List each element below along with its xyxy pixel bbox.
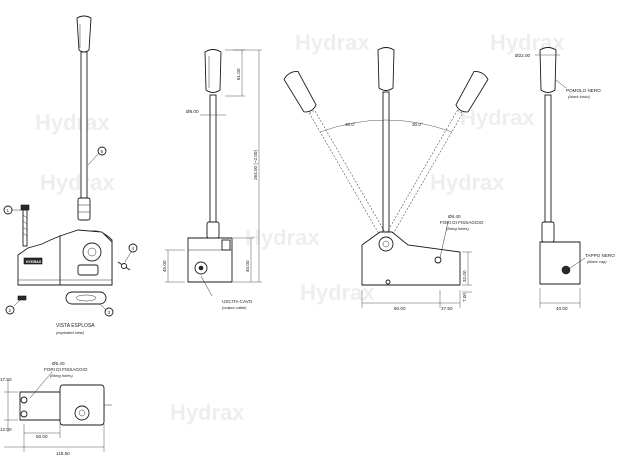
- side-note-sub: (output cable): [222, 305, 247, 310]
- front-view: 30.0° 30.0° 60.00 27.50 32.00 7.00 Ø6.40…: [283, 47, 489, 311]
- exploded-collar: [77, 197, 91, 221]
- side-lever-rod: [209, 94, 217, 226]
- bottom-hole-title: FORI DI FISSAGGIO: [44, 367, 88, 372]
- exploded-knob: [76, 15, 92, 53]
- exploded-title: VISTA ESPLOSA: [56, 323, 95, 329]
- right-collar: [541, 221, 555, 243]
- exploded-view: 5 HYDRAX 1 2 3 4: [3, 15, 138, 335]
- front-fixing-hole-2: [385, 279, 391, 285]
- side-dim-body: 40.00: [245, 260, 250, 272]
- side-dim-rod: Ø8.00: [186, 109, 199, 114]
- callout-3-label: 3: [108, 310, 111, 315]
- right-body: [539, 241, 581, 285]
- bottom-hole-1: [20, 396, 28, 404]
- side-collar: [206, 221, 220, 239]
- front-angle-arc: [319, 119, 453, 133]
- front-pivot: [378, 236, 394, 252]
- bottom-dim-depth: 17.50: [0, 377, 12, 382]
- callout-3: [104, 307, 114, 317]
- cover-slot: [65, 291, 107, 305]
- right-rod: [544, 94, 552, 226]
- side-dim-port: 45.00: [162, 260, 167, 272]
- watermark-5: Hydrax: [40, 170, 115, 195]
- hydrax-badge-text: HYDRAX: [26, 260, 42, 264]
- exploded-lever-rod: [80, 51, 88, 203]
- exploded-pivot: [82, 242, 102, 262]
- front-dim-width: 60.00: [394, 306, 406, 311]
- front-knob-center: [377, 47, 395, 91]
- front-dim-height: 32.00: [462, 270, 467, 282]
- right-cap: [561, 265, 571, 275]
- bottom-dim-total: 118.50: [56, 451, 70, 456]
- side-screw: [221, 239, 231, 251]
- screw-head: [20, 204, 30, 211]
- side-dim-total: 264.00 (~2.00): [253, 150, 258, 180]
- front-angle-left: 30.0°: [345, 122, 356, 127]
- bottom-pivot: [74, 405, 90, 421]
- watermark-1: Hydrax: [295, 30, 370, 55]
- front-lever-right: [387, 71, 489, 235]
- hydrax-badge: [23, 257, 43, 265]
- nut: [17, 295, 27, 301]
- callout-5-label: 5: [101, 149, 104, 154]
- bottom-hole-dim: Ø6.40: [52, 361, 65, 366]
- right-knob-title: POMOLO NERO: [566, 88, 601, 93]
- screw-shank: [22, 209, 28, 247]
- front-dim-offset: 27.50: [441, 306, 453, 311]
- front-hole-title: FORI DI FISSAGGIO: [440, 220, 484, 225]
- callout-4-label: 4: [132, 246, 135, 251]
- exploded-subtitle: (exploded view): [56, 330, 85, 335]
- front-rod-center: [382, 91, 390, 233]
- bottom-dim-height: 12.00: [0, 427, 12, 432]
- watermark-7: Hydrax: [245, 225, 320, 250]
- bottom-dim-hole-spacing: 50.00: [36, 434, 48, 439]
- right-knob: [539, 47, 557, 93]
- callout-4: [128, 243, 138, 253]
- side-knob: [204, 49, 222, 93]
- front-hole-sub: (fixing holes): [446, 226, 469, 231]
- bottom-view: Ø6.40 FORI DI FISSAGGIO (fixing holes) 5…: [0, 361, 112, 456]
- pin: [121, 263, 127, 269]
- callout-1-label: 1: [7, 208, 10, 213]
- side-view: 61.00 264.00 (~2.00) 40.00 45.00 Ø8.00 U…: [162, 49, 262, 310]
- watermark-layer: Hydrax Hydrax Hydrax Hydrax Hydrax Hydra…: [35, 30, 565, 425]
- right-view: Ø22.00 POMOLO NERO (black knob) TAPPO NE…: [515, 47, 615, 311]
- side-dim-knob: 61.00: [236, 68, 241, 80]
- front-angle-right: 30.0°: [412, 122, 423, 127]
- right-knob-sub: (black knob): [568, 94, 590, 99]
- front-hole-dim: Ø6.40: [448, 214, 461, 219]
- front-fixing-hole: [434, 256, 442, 264]
- watermark-3: Hydrax: [35, 110, 110, 135]
- callout-2: [5, 305, 15, 315]
- front-lever-left: [283, 71, 385, 235]
- watermark-9: Hydrax: [170, 400, 245, 425]
- front-dim-base: 7.00: [462, 293, 467, 302]
- right-dim-knob: Ø22.00: [515, 53, 531, 58]
- exploded-spring-seat: [77, 264, 99, 276]
- callout-2-label: 2: [9, 308, 12, 313]
- callout-5: [97, 146, 107, 156]
- watermark-6: Hydrax: [430, 170, 505, 195]
- right-dim-width: 40.00: [556, 306, 568, 311]
- front-body: [361, 231, 461, 286]
- bottom-hole-sub: (fixing holes): [50, 373, 73, 378]
- watermark-4: Hydrax: [460, 105, 535, 130]
- side-note-title: USCITA CAVO: [222, 299, 253, 304]
- bottom-hole-2: [20, 410, 28, 418]
- right-cap-sub: (black cap): [587, 259, 607, 264]
- right-cap-title: TAPPO NERO: [585, 253, 615, 258]
